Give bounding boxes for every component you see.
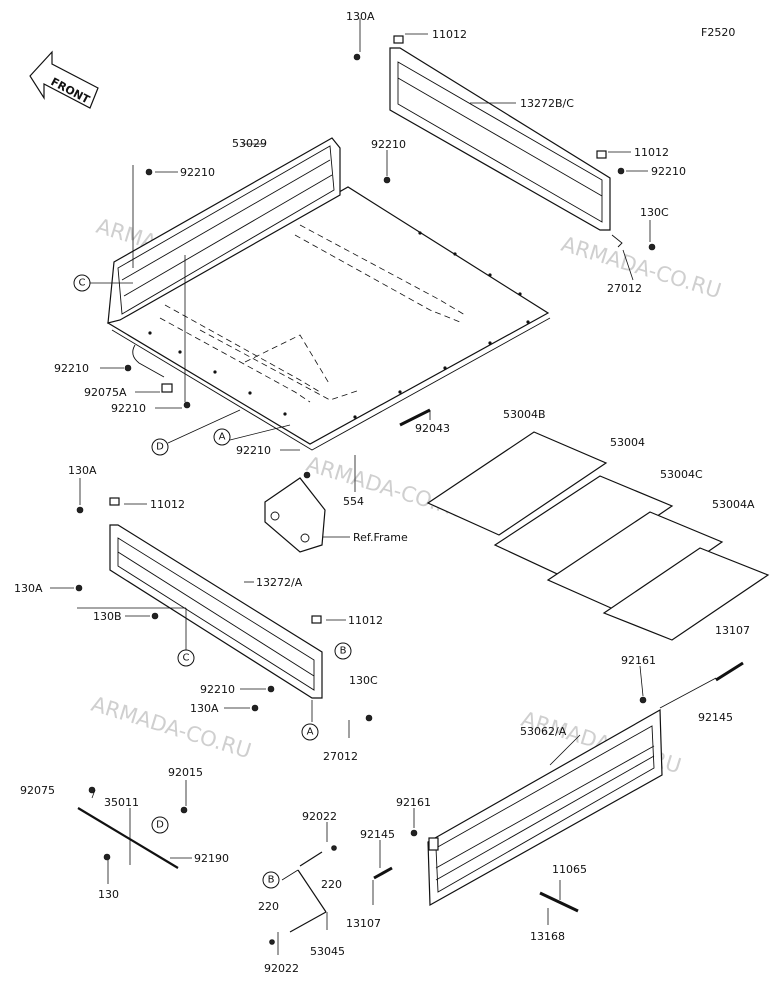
watermark: ARMADA-CO.RU <box>89 692 254 763</box>
cable-53045 <box>269 845 337 945</box>
part-label-92210: 92210 <box>371 138 406 151</box>
figure-id: F2520 <box>701 26 735 39</box>
part-label-92210: 92210 <box>54 362 89 375</box>
callout-c: C <box>79 278 86 289</box>
part-label-11065: 11065 <box>552 863 587 876</box>
part-label-92210: 92210 <box>111 402 146 415</box>
part-label-13107: 13107 <box>715 624 750 637</box>
part-label-130c: 130C <box>349 674 378 687</box>
cargo-bed <box>106 137 551 451</box>
part-label-35011: 35011 <box>104 796 139 809</box>
part-label-130a: 130A <box>346 10 375 23</box>
part-label-92043: 92043 <box>415 422 450 435</box>
part-label-220: 220 <box>258 900 279 913</box>
tailgate-53062a <box>427 708 663 907</box>
part-label-92145: 92145 <box>360 828 395 841</box>
part-label-11012: 11012 <box>432 28 467 41</box>
ref-frame-part <box>264 477 326 553</box>
part-label-11012: 11012 <box>348 614 383 627</box>
part-label-130a: 130A <box>68 464 97 477</box>
callout-d: D <box>156 442 164 453</box>
hardware-bolts <box>75 53 744 913</box>
callout-d: D <box>156 820 164 831</box>
part-label-92015: 92015 <box>168 766 203 779</box>
watermark: ARMADA-CO.RU <box>304 452 469 523</box>
ref-frame-label: Ref.Frame <box>353 531 408 544</box>
part-label-53004b: 53004B <box>503 408 546 421</box>
part-label-53004c: 53004C <box>660 468 703 481</box>
callout-b: B <box>340 646 347 657</box>
part-label-27012: 27012 <box>607 282 642 295</box>
part-label-130c: 130C <box>640 206 669 219</box>
part-label-53004: 53004 <box>610 436 645 449</box>
part-label-92161: 92161 <box>621 654 656 667</box>
leader-lines <box>50 18 717 955</box>
part-label-53004a: 53004A <box>712 498 755 511</box>
part-label-11012: 11012 <box>150 498 185 511</box>
part-label-53029: 53029 <box>232 137 267 150</box>
part-label-130a: 130A <box>190 702 219 715</box>
part-labels: 130A 11012 13272B/C 53029 92210 92210 11… <box>14 10 755 975</box>
part-label-11012: 11012 <box>634 146 669 159</box>
part-label-92145: 92145 <box>698 711 733 724</box>
floor-mats <box>426 431 770 641</box>
side-panel-13272bc <box>389 35 623 248</box>
part-label-92075a: 92075A <box>84 386 127 399</box>
part-label-92161: 92161 <box>396 796 431 809</box>
part-label-13168: 13168 <box>530 930 565 943</box>
part-label-92210: 92210 <box>651 165 686 178</box>
part-label-92210: 92210 <box>200 683 235 696</box>
part-label-92190: 92190 <box>194 852 229 865</box>
part-label-13272a: 13272/A <box>256 576 303 589</box>
part-label-53062a: 53062/A <box>520 725 567 738</box>
front-arrow-icon: FRONT <box>29 50 99 109</box>
callout-a: A <box>219 432 226 443</box>
callout-a: A <box>307 727 314 738</box>
part-label-53045: 53045 <box>310 945 345 958</box>
callouts: C D A C B A D B <box>73 274 352 889</box>
part-label-92022: 92022 <box>302 810 337 823</box>
side-panel-13272a <box>109 497 323 699</box>
part-label-92210: 92210 <box>180 166 215 179</box>
part-label-92075: 92075 <box>20 784 55 797</box>
part-label-130b: 130B <box>93 610 122 623</box>
part-label-13272bc: 13272B/C <box>520 97 574 110</box>
part-label-27012: 27012 <box>323 750 358 763</box>
part-label-13107: 13107 <box>346 917 381 930</box>
callout-c: C <box>183 653 190 664</box>
part-label-92210: 92210 <box>236 444 271 457</box>
part-label-130: 130 <box>98 888 119 901</box>
part-label-220: 220 <box>321 878 342 891</box>
part-label-554: 554 <box>343 495 364 508</box>
part-label-92022: 92022 <box>264 962 299 975</box>
rod-assembly <box>77 786 188 869</box>
part-label-130a: 130A <box>14 582 43 595</box>
callout-b: B <box>268 875 275 886</box>
